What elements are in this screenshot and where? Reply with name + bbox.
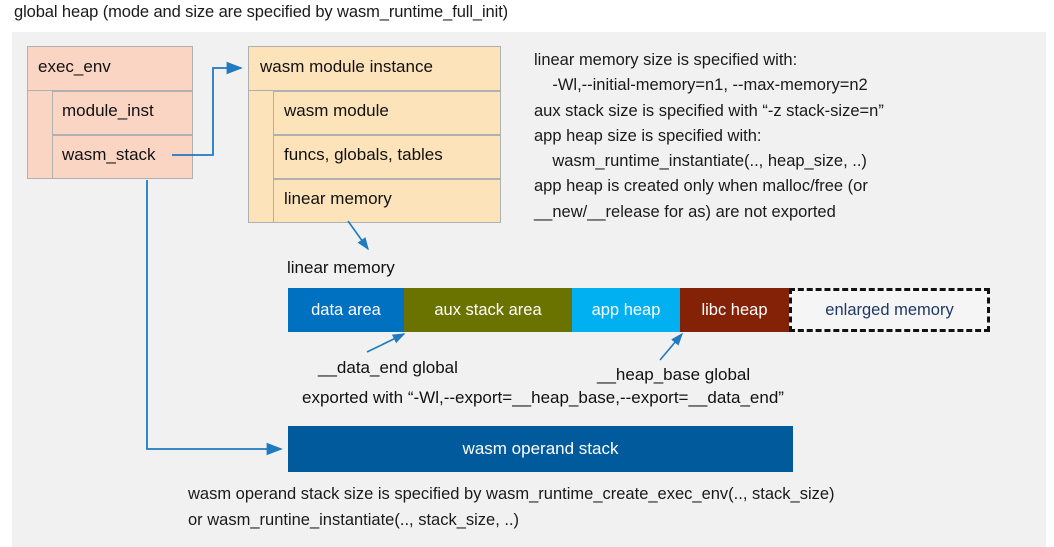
- wasm-module-instance-header-cell: [248, 46, 501, 91]
- wasm-module-label: wasm module: [284, 101, 389, 120]
- page-title: global heap (mode and size are specified…: [14, 3, 509, 21]
- exported-globals-annotation: exported with “-Wl,--export=__heap_base,…: [302, 388, 784, 407]
- linear-memory-cell-label: linear memory: [284, 189, 392, 208]
- wasm-stack-label: wasm_stack: [62, 145, 156, 164]
- exec-env-title: exec_env: [38, 57, 111, 76]
- wasm-operand-stack-label: wasm operand stack: [462, 439, 619, 458]
- wasm-operand-stack-bar: wasm operand stack: [288, 426, 793, 472]
- memory-segment-libc-heap: libc heap: [680, 288, 789, 332]
- linear-memory-cell: [273, 179, 501, 223]
- memory-segment-app-heap: app heap: [572, 288, 680, 332]
- memory-segment-aux-stack-area: aux stack area: [404, 288, 572, 332]
- memory-segment-label: data area: [311, 300, 381, 319]
- heap-base-global-annotation: __heap_base global: [597, 365, 751, 384]
- memory-segment-enlarged-memory: enlarged memory: [789, 288, 990, 332]
- linear-memory-caption: linear memory: [287, 258, 395, 277]
- funcs-globals-tables-label: funcs, globals, tables: [284, 145, 443, 164]
- wasm-module-instance-title: wasm module instance: [260, 57, 433, 76]
- linear-memory-bar: data area aux stack area app heap libc heap…: [288, 288, 990, 332]
- module-inst-cell: [52, 91, 193, 135]
- linear-memory-notes: linear memory size is specified with: -W…: [534, 51, 884, 221]
- data-end-global-annotation: __data_end global: [318, 358, 458, 377]
- memory-segment-label: enlarged memory: [825, 300, 954, 319]
- memory-segment-label: app heap: [591, 300, 661, 319]
- memory-segment-label: aux stack area: [434, 300, 542, 319]
- wasm-module-cell: [273, 91, 501, 135]
- memory-segment-data-area: data area: [288, 288, 404, 332]
- exec-env-header-cell: [27, 46, 193, 91]
- wasm-stack-cell: [52, 135, 193, 179]
- module-inst-label: module_inst: [62, 101, 154, 120]
- funcs-globals-tables-cell: [273, 135, 501, 179]
- memory-segment-label: libc heap: [701, 300, 768, 319]
- operand-stack-note: wasm operand stack size is specified by …: [188, 485, 835, 529]
